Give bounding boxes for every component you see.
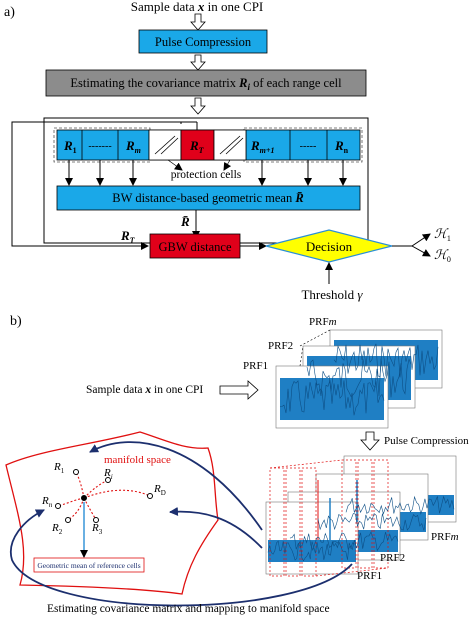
point-ri-label: Ri	[103, 467, 113, 481]
signal-trace	[279, 380, 385, 416]
pulse-compression-box	[138, 29, 268, 54]
mapping-arrow-top	[89, 441, 263, 531]
gbw-distance-box	[149, 233, 241, 259]
signal-trace	[306, 358, 412, 398]
mapping-arrow-bottom	[9, 509, 353, 607]
hollow-down-arrow-icon	[190, 13, 206, 31]
prf-stack-bottom	[265, 455, 457, 577]
mapping-arrow-rd	[169, 506, 263, 549]
cell-rn: Rn	[334, 138, 349, 155]
cell-r1: R1	[63, 138, 77, 155]
prf1-bottom-label: PRF1	[357, 570, 382, 582]
point-r1-label: R1	[53, 461, 65, 475]
geodesic-lines	[57, 471, 151, 521]
manifold-space-label: manifold space	[104, 454, 171, 466]
protection-cells-label: protection cells	[171, 169, 242, 181]
hollow-down-arrow-icon	[190, 54, 206, 71]
signal-trace	[267, 540, 357, 562]
pulse-compression-label: Pulse Compression	[155, 35, 252, 49]
part-b-label: b)	[10, 314, 22, 329]
rt-input-label: RT	[120, 228, 136, 245]
test-cell-rt	[180, 129, 215, 161]
bw-mean-box	[56, 185, 361, 211]
part-a-label: a)	[4, 5, 15, 20]
estimating-covariance-box	[45, 69, 367, 97]
cell-dashes-right: -----	[300, 141, 317, 152]
pulse-compression-b-label: Pulse Compression	[384, 435, 469, 447]
cell-dashes-left: -------	[88, 141, 111, 152]
caption: Estimating covariance matrix and mapping…	[47, 603, 330, 615]
cell-rt-label: RT	[189, 138, 205, 155]
hollow-down-arrow-icon	[190, 97, 206, 115]
svg-text:Sample data x in one CPI: Sample data x in one CPI	[131, 0, 264, 14]
prf-m-bottom-label: PRFm	[431, 531, 459, 543]
prf2-bottom-label: PRF2	[380, 552, 405, 564]
geo-mean-box	[33, 557, 145, 573]
input-text-b: Sample data x in one CPI	[86, 384, 203, 396]
point-r2-label: R2	[51, 522, 63, 536]
threshold-label: Threshold γ	[301, 287, 363, 302]
prf1-top-label: PRF1	[243, 360, 268, 372]
rt-feedback-line	[11, 121, 182, 250]
decision-label: Decision	[306, 239, 353, 254]
bw-mean-label: BW distance-based geometric mean R̄	[112, 191, 303, 205]
rbar-label: R̄	[180, 214, 190, 229]
geo-mean-label: Geometric mean of reference cells	[37, 561, 140, 570]
signal-trace	[333, 343, 439, 378]
prf-stack-top	[275, 329, 443, 429]
point-r3-label: R3	[91, 522, 103, 536]
point-rd-label: RD	[153, 483, 166, 497]
manifold-surface	[5, 431, 219, 595]
prf2-top-label: PRF2	[268, 340, 293, 352]
hollow-right-arrow-icon	[219, 380, 259, 400]
hollow-down-arrow-icon	[360, 431, 380, 451]
point-rn-label: Rn	[41, 495, 53, 509]
signal-trace	[289, 531, 399, 552]
cell-rm1: Rm+1	[250, 138, 274, 155]
h0-label: ℋ0	[434, 247, 451, 264]
cell-to-mean-arrows	[65, 160, 347, 186]
signal-trace	[345, 495, 455, 515]
estimating-covariance-label: Estimating the covariance matrix Ri of e…	[70, 76, 342, 92]
prf-m-top-label: PRFm	[309, 316, 337, 328]
signal-trace	[317, 513, 427, 531]
gbw-distance-label: GBW distance	[158, 240, 231, 254]
cell-rm: Rm	[125, 138, 141, 155]
h1-label: ℋ1	[434, 226, 451, 243]
input-text-a: Sample data x in one CPI	[131, 0, 264, 14]
manifold-points	[55, 469, 153, 523]
